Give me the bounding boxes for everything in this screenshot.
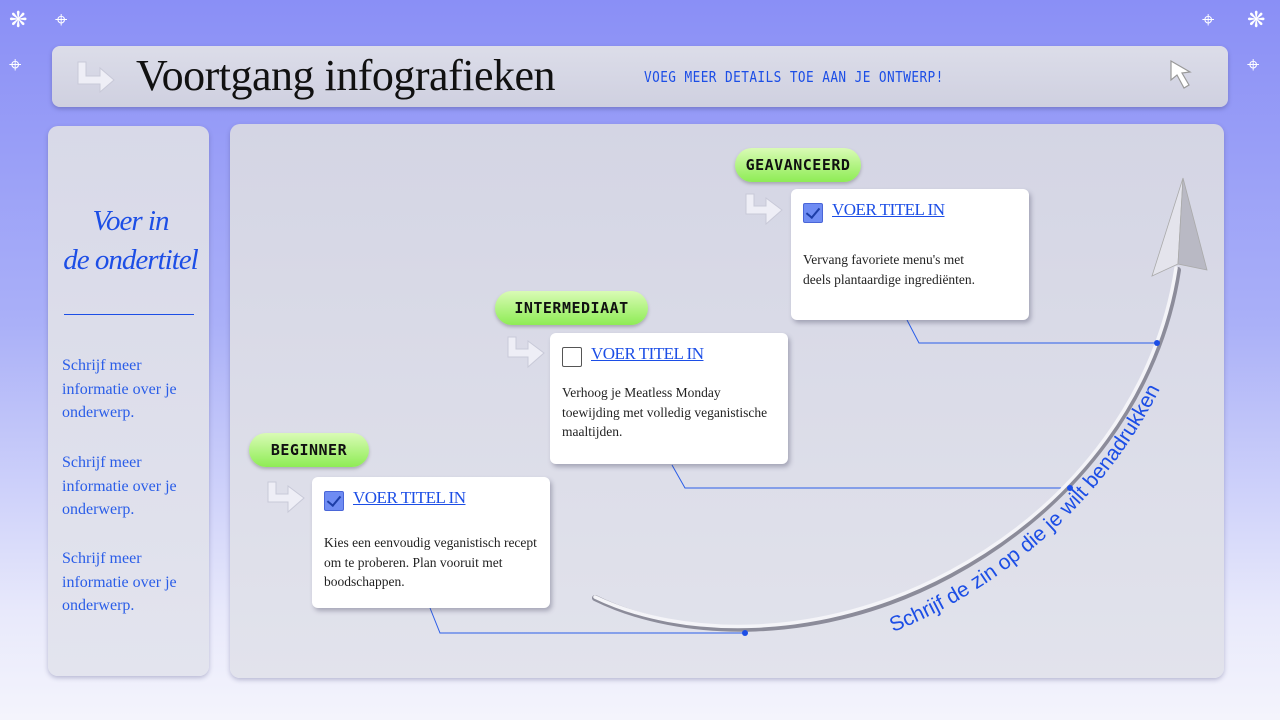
snowflake-icon: ❋ bbox=[9, 8, 28, 33]
subtitle-line: Voer in bbox=[92, 205, 170, 237]
step-title[interactable]: VOER TITEL IN bbox=[832, 200, 945, 219]
marker-dot bbox=[742, 630, 748, 636]
step-title[interactable]: VOER TITEL IN bbox=[591, 344, 704, 363]
step-title[interactable]: VOER TITEL IN bbox=[353, 488, 466, 507]
curve-arrow bbox=[593, 266, 1178, 629]
crosshair-icon: ⌖ bbox=[9, 53, 22, 78]
connector-line bbox=[906, 319, 1157, 344]
level-badge-geavanceerd: GEAVANCEERD bbox=[735, 148, 861, 182]
connector-line bbox=[671, 464, 1070, 489]
emphasis-text: Schrijf de zin op die je wilt benadrukke… bbox=[886, 380, 1164, 636]
curve-shadow bbox=[592, 267, 1181, 632]
crosshair-icon: ⌖ bbox=[1247, 53, 1260, 78]
tagline: VOEG MEER DETAILS TOE AAN JE ONTWERP! bbox=[644, 68, 944, 86]
step-checkbox[interactable] bbox=[324, 491, 344, 511]
level-badge-beginner: BEGINNER bbox=[249, 433, 369, 467]
info-text: Schrijf meer informatie over je onderwer… bbox=[62, 454, 177, 518]
turn-arrow-icon bbox=[77, 61, 115, 94]
step-description: Verhoog je Meatless Monday toewijding me… bbox=[562, 385, 768, 439]
snowflake-icon: ❋ bbox=[1247, 8, 1266, 33]
info-text: Schrijf meer informatie over je onderwer… bbox=[62, 550, 177, 614]
step-card-beginner: VOER TITEL IN Kies een eenvoudig veganis… bbox=[312, 477, 550, 608]
turn-arrow-icon bbox=[745, 193, 783, 226]
step-card-geavanceerd: VOER TITEL IN Vervang favoriete menu's m… bbox=[791, 189, 1029, 320]
step-description: Kies een eenvoudig veganistisch recept o… bbox=[324, 535, 537, 589]
step-checkbox[interactable] bbox=[803, 203, 823, 223]
step-description: Vervang favoriete menu's met deels plant… bbox=[803, 252, 976, 287]
crosshair-icon: ⌖ bbox=[55, 8, 68, 33]
info-text: Schrijf meer informatie over je onderwer… bbox=[62, 357, 177, 421]
level-badge-intermediaat: INTERMEDIAAT bbox=[495, 291, 648, 325]
step-checkbox[interactable] bbox=[562, 347, 582, 367]
sidebar-panel: Voer in de ondertitel Schrijf meer inform… bbox=[48, 126, 209, 676]
header-bar: Voortgang infografieken VOEG MEER DETAIL… bbox=[52, 46, 1228, 107]
turn-arrow-icon bbox=[507, 336, 545, 369]
divider bbox=[64, 314, 194, 315]
subtitle: Voer in de ondertitel bbox=[48, 202, 213, 280]
marker-dot bbox=[1154, 340, 1160, 346]
cursor-icon bbox=[1170, 59, 1192, 89]
crosshair-icon: ⌖ bbox=[1202, 8, 1215, 33]
page-title: Voortgang infografieken bbox=[136, 51, 556, 100]
connector-line bbox=[429, 607, 745, 634]
turn-arrow-icon bbox=[267, 481, 305, 514]
emphasis-textpath: Schrijf de zin op die je wilt benadrukke… bbox=[886, 380, 1164, 636]
marker-dot bbox=[1067, 485, 1073, 491]
step-card-intermediaat: VOER TITEL IN Verhoog je Meatless Monday… bbox=[550, 333, 788, 464]
subtitle-line: de ondertitel bbox=[63, 244, 198, 276]
arrowhead-icon bbox=[1151, 177, 1208, 277]
